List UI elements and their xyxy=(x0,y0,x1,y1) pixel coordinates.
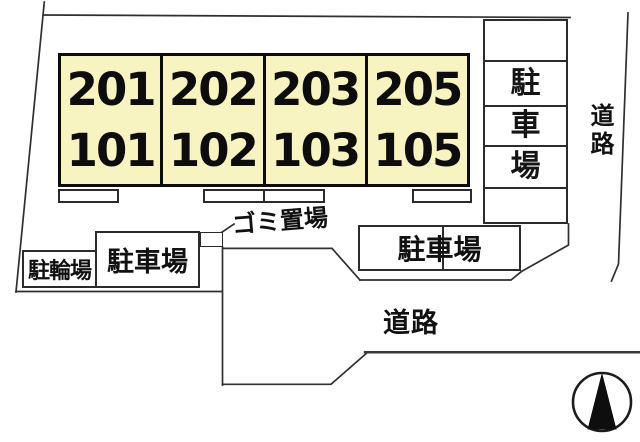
parking-label-char: 車 xyxy=(510,109,541,142)
road-label-bottom: 道路 xyxy=(383,308,439,338)
garbage-area-box xyxy=(200,232,223,247)
driveway-chamfer-line xyxy=(520,223,570,273)
entrance-porch xyxy=(412,189,472,203)
parking-stall-row: 駐 xyxy=(485,60,566,105)
parking-box-bottom: 駐車場 xyxy=(358,225,521,271)
parking-stall-column: 駐 車 場 xyxy=(483,19,568,224)
unit-number-upper: 202 xyxy=(168,63,259,116)
road-label-right: 道路 xyxy=(586,103,613,159)
parking-left-label: 駐車場 xyxy=(107,247,188,277)
bicycle-parking-label: 駐輪場 xyxy=(27,258,92,283)
unit-number-lower: 101 xyxy=(66,124,157,177)
parking-stall-row: 車 xyxy=(485,105,566,145)
unit-cell-202-102: 202 102 xyxy=(160,56,262,184)
parking-stall-divider xyxy=(442,227,444,269)
parking-stall-row xyxy=(485,21,566,60)
unit-number-upper: 205 xyxy=(373,63,463,116)
parking-stall-row: 場 xyxy=(485,145,566,187)
unit-number-lower: 103 xyxy=(271,124,361,177)
road-east-edge-line xyxy=(610,12,629,283)
parking-curb-strip-line xyxy=(359,270,523,281)
parking-stall-row xyxy=(485,187,566,222)
bicycle-parking-box: 駐輪場 xyxy=(22,250,97,288)
unit-number-lower: 102 xyxy=(168,124,259,177)
unit-cell-201-101: 201 101 xyxy=(61,56,160,184)
unit-number-upper: 203 xyxy=(271,63,361,116)
entrance-porch xyxy=(58,189,119,203)
parking-bottom-label: 駐車場 xyxy=(397,234,482,265)
unit-cell-203-103: 203 103 xyxy=(262,56,365,184)
entrance-porch xyxy=(203,189,265,203)
property-boundary-top-line xyxy=(42,14,571,19)
parking-box-left: 駐車場 xyxy=(95,231,200,288)
parking-label-char: 駐 xyxy=(510,66,541,100)
entrance-porch xyxy=(263,189,325,203)
parking-label-char: 場 xyxy=(510,150,541,183)
property-boundary-left-line xyxy=(15,1,46,293)
compass xyxy=(571,371,633,433)
building-outline: 201 101 202 102 203 103 205 105 xyxy=(58,53,470,187)
yard-edge-line xyxy=(222,247,362,282)
unit-number-upper: 201 xyxy=(66,63,157,116)
unit-number-lower: 105 xyxy=(373,124,463,177)
north-arrow-icon xyxy=(587,372,617,430)
road-south-edge-line xyxy=(221,351,369,386)
unit-cell-205-105: 205 105 xyxy=(364,56,467,184)
